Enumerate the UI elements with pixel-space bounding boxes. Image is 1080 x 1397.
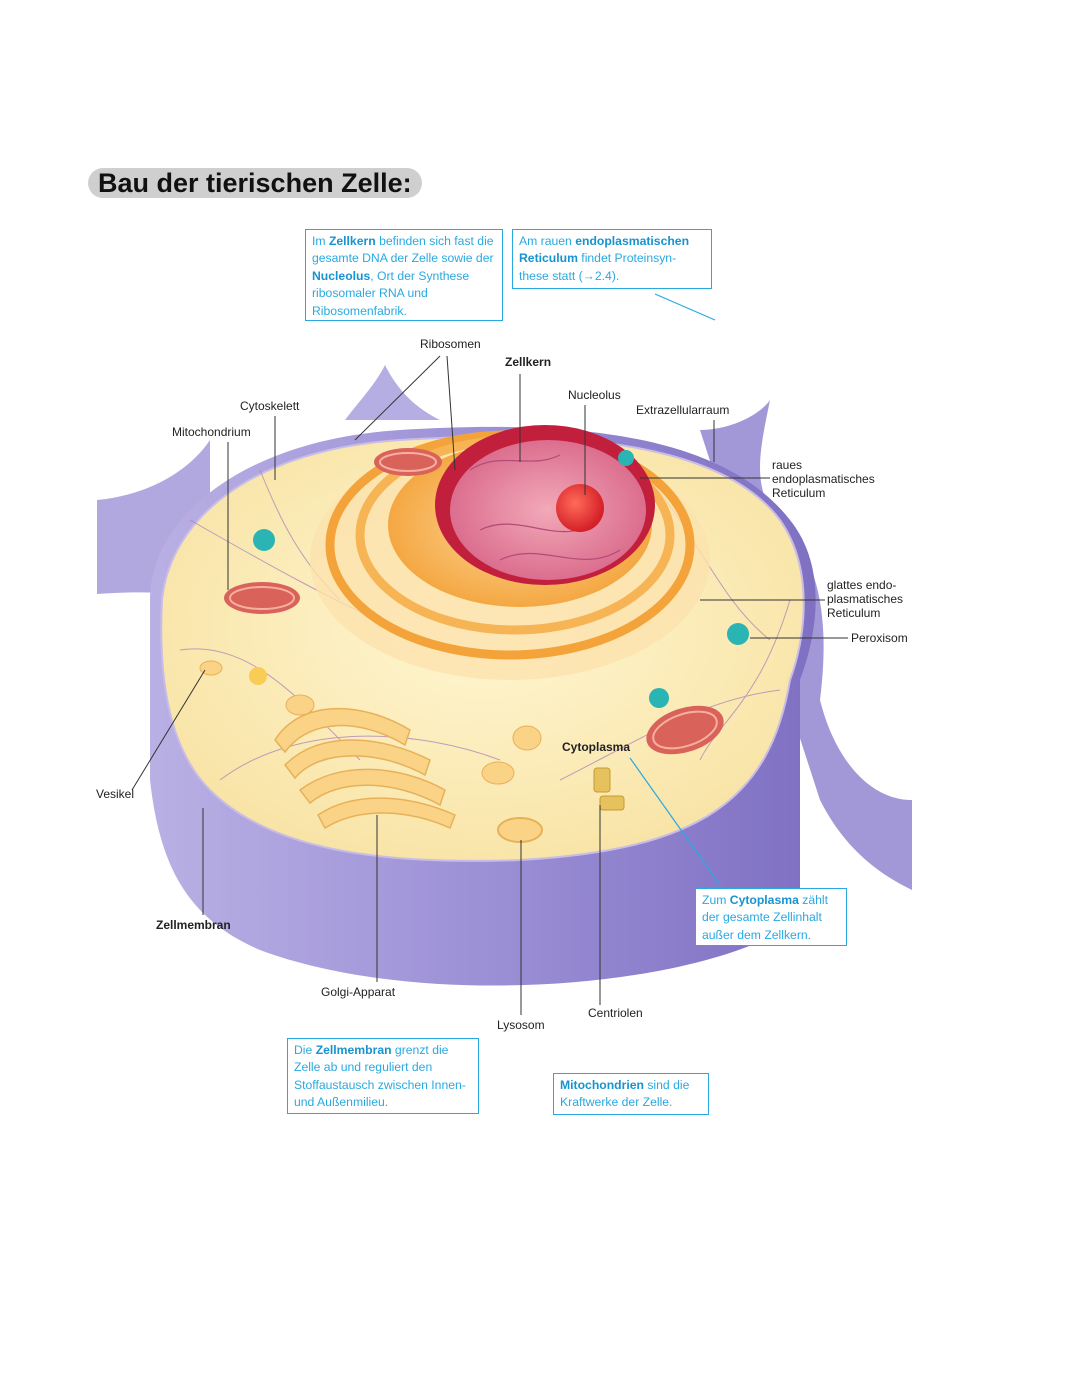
mitochondrion-top xyxy=(374,448,442,476)
callout-bold: endoplasmatischen Reticulum xyxy=(519,234,690,266)
label-lysosom: Lysosom xyxy=(497,1018,545,1032)
label-raues-er: raues endoplasmatisches Reticulum xyxy=(772,458,875,500)
mitochondrion-left xyxy=(224,582,300,614)
neighbor-membrane-top xyxy=(345,365,440,420)
label-centriolen: Centriolen xyxy=(588,1006,643,1020)
label-ribosomen: Ribosomen xyxy=(420,337,481,351)
label-glattes-er: glattes endo- plasmatisches Reticulum xyxy=(827,578,904,620)
nucleolus xyxy=(556,484,604,532)
callout-mitochondrien: Mitochondrien sind die Kraftwerke der Ze… xyxy=(553,1073,709,1115)
label-golgi-apparat: Golgi-Apparat xyxy=(321,985,396,999)
leader-lines xyxy=(131,355,848,1015)
callout-bold: Nucleolus xyxy=(312,268,371,283)
lysosom xyxy=(497,817,543,843)
callout-text: Am rauen xyxy=(519,234,576,248)
label-peroxisom: Peroxisom xyxy=(851,631,908,645)
vesikel xyxy=(199,660,223,676)
label-zellkern: Zellkern xyxy=(505,355,552,369)
callout-text: Zum xyxy=(702,893,730,907)
callout-zellmembran: Die Zellmembran grenzt die Zelle ab und … xyxy=(287,1038,479,1114)
callout-text: , Ort der Synthese ribosomaler RNA und R… xyxy=(312,268,470,318)
golgi-apparatus xyxy=(274,707,456,830)
centriolen xyxy=(593,767,625,811)
label-extrazellularraum: Extrazellularraum xyxy=(636,403,730,417)
callout-er: Am rauen endoplasmatischen Reticulum fin… xyxy=(512,229,712,289)
nucleus xyxy=(435,425,655,585)
label-cytoskelett: Cytoskelett xyxy=(240,399,300,413)
callout-text: befinden sich fast die gesamte DNA der Z… xyxy=(312,234,494,266)
callout-text: sind die Kraftwerke der Zelle. xyxy=(560,1078,690,1110)
label-mitochondrium: Mitochondrium xyxy=(172,425,251,439)
label-zellmembran: Zellmembran xyxy=(156,918,231,932)
callout-text: findet Proteinsyn-these statt (→2.4). xyxy=(519,251,677,283)
label-vesikel: Vesikel xyxy=(96,787,135,801)
peroxisom xyxy=(727,623,749,645)
callout-text: zählt der gesamte Zellinhalt außer dem Z… xyxy=(702,893,828,942)
callout-text: grenzt die Zelle ab und reguliert den St… xyxy=(294,1043,466,1110)
callout-pointers xyxy=(629,293,721,886)
mitochondrion-right xyxy=(646,705,724,755)
page-title: Bau der tierischen Zelle: xyxy=(88,168,422,198)
callout-text: Im xyxy=(312,234,329,248)
label-nucleolus: Nucleolus xyxy=(568,388,621,402)
callout-zellkern: Im Zellkern befinden sich fast die gesam… xyxy=(305,229,503,321)
callout-bold: Cytoplasma xyxy=(729,893,799,907)
label-cytoplasma: Cytoplasma xyxy=(562,740,631,754)
callout-bold: Zellmembran xyxy=(315,1043,392,1057)
callout-text: Die xyxy=(294,1043,316,1057)
callout-bold: Zellkern xyxy=(328,234,376,248)
callout-cytoplasma: Zum Cytoplasma zählt der gesamte Zellinh… xyxy=(695,888,847,946)
callout-bold: Mitochondrien xyxy=(560,1078,644,1092)
